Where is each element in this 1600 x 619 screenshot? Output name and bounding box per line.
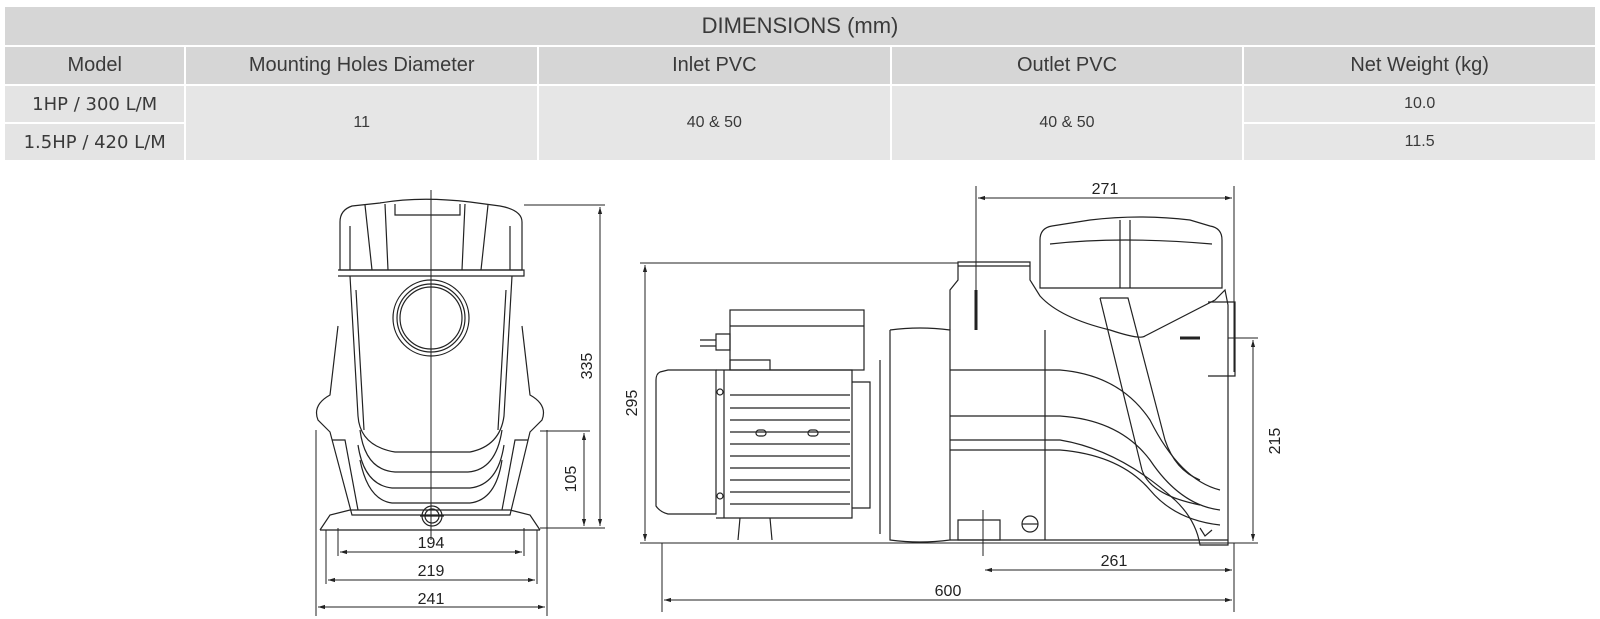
dim-side-271: 271 — [1092, 181, 1119, 198]
front-dimension-lines — [315, 204, 605, 616]
mounting-holes-cell: 11 — [186, 86, 538, 160]
dim-side-600: 600 — [935, 583, 962, 600]
motor-end-cap — [655, 369, 717, 515]
dim-front-width-194: 194 — [418, 535, 445, 552]
net-weight-cell: 11.5 — [1244, 124, 1595, 160]
front-view-drawing: 335 105 194 219 241 — [315, 190, 605, 616]
pump-body-shape — [315, 275, 545, 531]
motor-flange — [879, 327, 951, 543]
terminal-box — [700, 309, 865, 371]
header-inlet-pvc: Inlet PVC — [539, 47, 890, 84]
net-weight-cell: 10.0 — [1244, 86, 1595, 122]
dim-front-height-335: 335 — [579, 353, 596, 380]
side-dimension-lines — [640, 186, 1258, 612]
table-row: 1.5HP / 420 L/M 11.5 — [5, 124, 1595, 160]
dim-side-295: 295 — [624, 390, 641, 417]
dim-side-215: 215 — [1267, 428, 1284, 455]
table-header-row: Model Mounting Holes Diameter Inlet PVC … — [5, 47, 1595, 84]
header-outlet-pvc: Outlet PVC — [891, 47, 1243, 84]
side-view-drawing: 271 295 215 261 600 — [624, 181, 1284, 612]
table-title: DIMENSIONS (mm) — [5, 7, 1595, 45]
motor-body — [716, 369, 871, 541]
inlet-pvc-cell: 40 & 50 — [539, 86, 890, 160]
outlet-pvc-cell: 40 & 50 — [891, 86, 1243, 160]
dim-front-width-219: 219 — [418, 563, 445, 580]
model-cell: 1.5HP / 420 L/M — [5, 124, 185, 160]
dim-side-261: 261 — [1101, 553, 1128, 570]
header-net-weight: Net Weight (kg) — [1244, 47, 1595, 84]
dimensions-table: DIMENSIONS (mm) Model Mounting Holes Dia… — [3, 5, 1597, 162]
header-model: Model — [5, 47, 185, 84]
table-row: 1HP / 300 L/M 11 40 & 50 40 & 50 10.0 — [5, 86, 1595, 160]
dim-front-width-241: 241 — [418, 591, 445, 608]
model-cell: 1HP / 300 L/M — [5, 86, 185, 122]
header-mounting-holes: Mounting Holes Diameter — [186, 47, 538, 84]
dim-front-height-105: 105 — [563, 466, 580, 493]
pump-housing — [949, 216, 1236, 546]
drain-plug — [420, 505, 444, 527]
